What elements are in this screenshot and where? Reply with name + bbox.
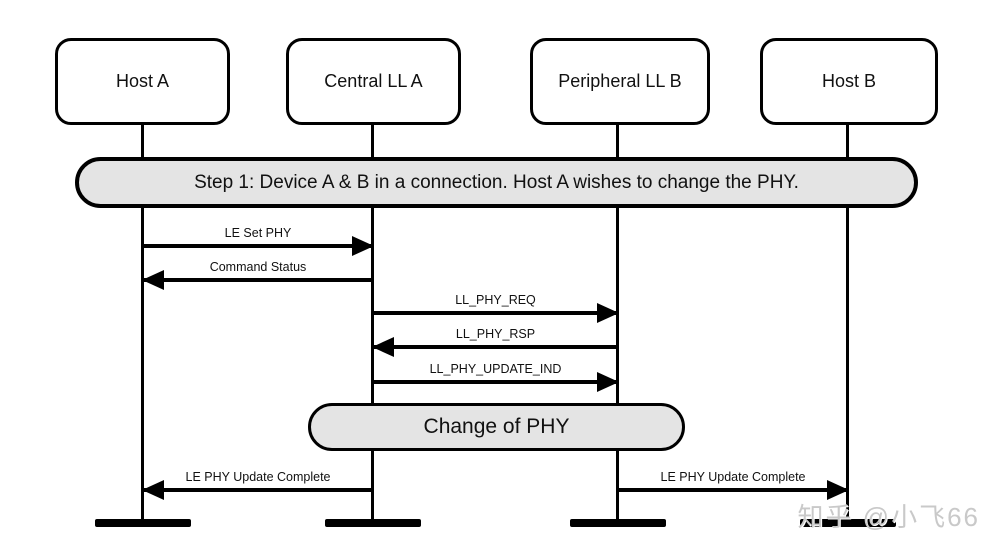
message-label: LE PHY Update Complete xyxy=(660,470,806,484)
actor-label: Peripheral LL B xyxy=(558,71,682,91)
message-label: LE Set PHY xyxy=(224,226,292,240)
message-ll-phy-update-ind: LL_PHY_UPDATE_IND xyxy=(373,362,619,392)
message-le-set-phy: LE Set PHY xyxy=(143,226,374,256)
watermark: 知乎 @小飞66 xyxy=(797,502,980,532)
arrow-line xyxy=(372,337,618,357)
arrowhead-left-icon xyxy=(142,480,164,500)
arrow-line xyxy=(142,270,373,290)
arrow-line xyxy=(373,372,619,392)
step-banner: Step 1: Device A & B in a connection. Ho… xyxy=(75,157,918,208)
actor-box-host-b: Host B xyxy=(760,38,938,125)
arrow-line xyxy=(373,303,619,323)
message-label: LL_PHY_RSP xyxy=(455,327,536,341)
arrow-line xyxy=(618,480,849,500)
arrowhead-right-icon xyxy=(352,236,374,256)
arrowhead-right-icon xyxy=(827,480,849,500)
message-le-phy-update-complete-left: LE PHY Update Complete xyxy=(142,470,373,500)
actor-label: Host B xyxy=(821,71,877,91)
arrowhead-left-icon xyxy=(142,270,164,290)
terminator-peripheral-ll-b xyxy=(570,519,666,527)
actor-box-host-a: Host A xyxy=(55,38,230,125)
message-label: Command Status xyxy=(209,260,307,274)
change-of-phy-text: Change of PHY xyxy=(423,415,570,438)
message-le-phy-update-complete-right: LE PHY Update Complete xyxy=(618,470,849,500)
arrow-line xyxy=(142,480,373,500)
message-ll-phy-req: LL_PHY_REQ xyxy=(373,293,619,323)
actor-label: Central LL A xyxy=(324,71,423,91)
arrow-line xyxy=(143,236,374,256)
lifeline-peripheral-ll-b xyxy=(616,125,619,523)
message-label: LL_PHY_UPDATE_IND xyxy=(429,362,562,376)
terminator-host-b xyxy=(800,519,896,527)
change-of-phy-banner: Change of PHY xyxy=(308,403,685,451)
arrowhead-right-icon xyxy=(597,303,619,323)
terminator-host-a xyxy=(95,519,191,527)
actor-box-peripheral-ll-b: Peripheral LL B xyxy=(530,38,710,125)
actor-label: Host A xyxy=(115,71,170,91)
arrowhead-right-icon xyxy=(597,372,619,392)
lifeline-host-b xyxy=(846,125,849,523)
message-label: LL_PHY_REQ xyxy=(455,293,536,307)
arrowhead-left-icon xyxy=(372,337,394,357)
message-label: LE PHY Update Complete xyxy=(185,470,331,484)
step-banner-text: Step 1: Device A & B in a connection. Ho… xyxy=(194,171,799,193)
message-command-status: Command Status xyxy=(142,260,373,290)
terminator-central-ll-a xyxy=(325,519,421,527)
lifeline-host-a xyxy=(141,125,144,523)
actor-box-central-ll-a: Central LL A xyxy=(286,38,461,125)
lifeline-central-ll-a xyxy=(371,125,374,523)
message-ll-phy-rsp: LL_PHY_RSP xyxy=(372,327,618,357)
